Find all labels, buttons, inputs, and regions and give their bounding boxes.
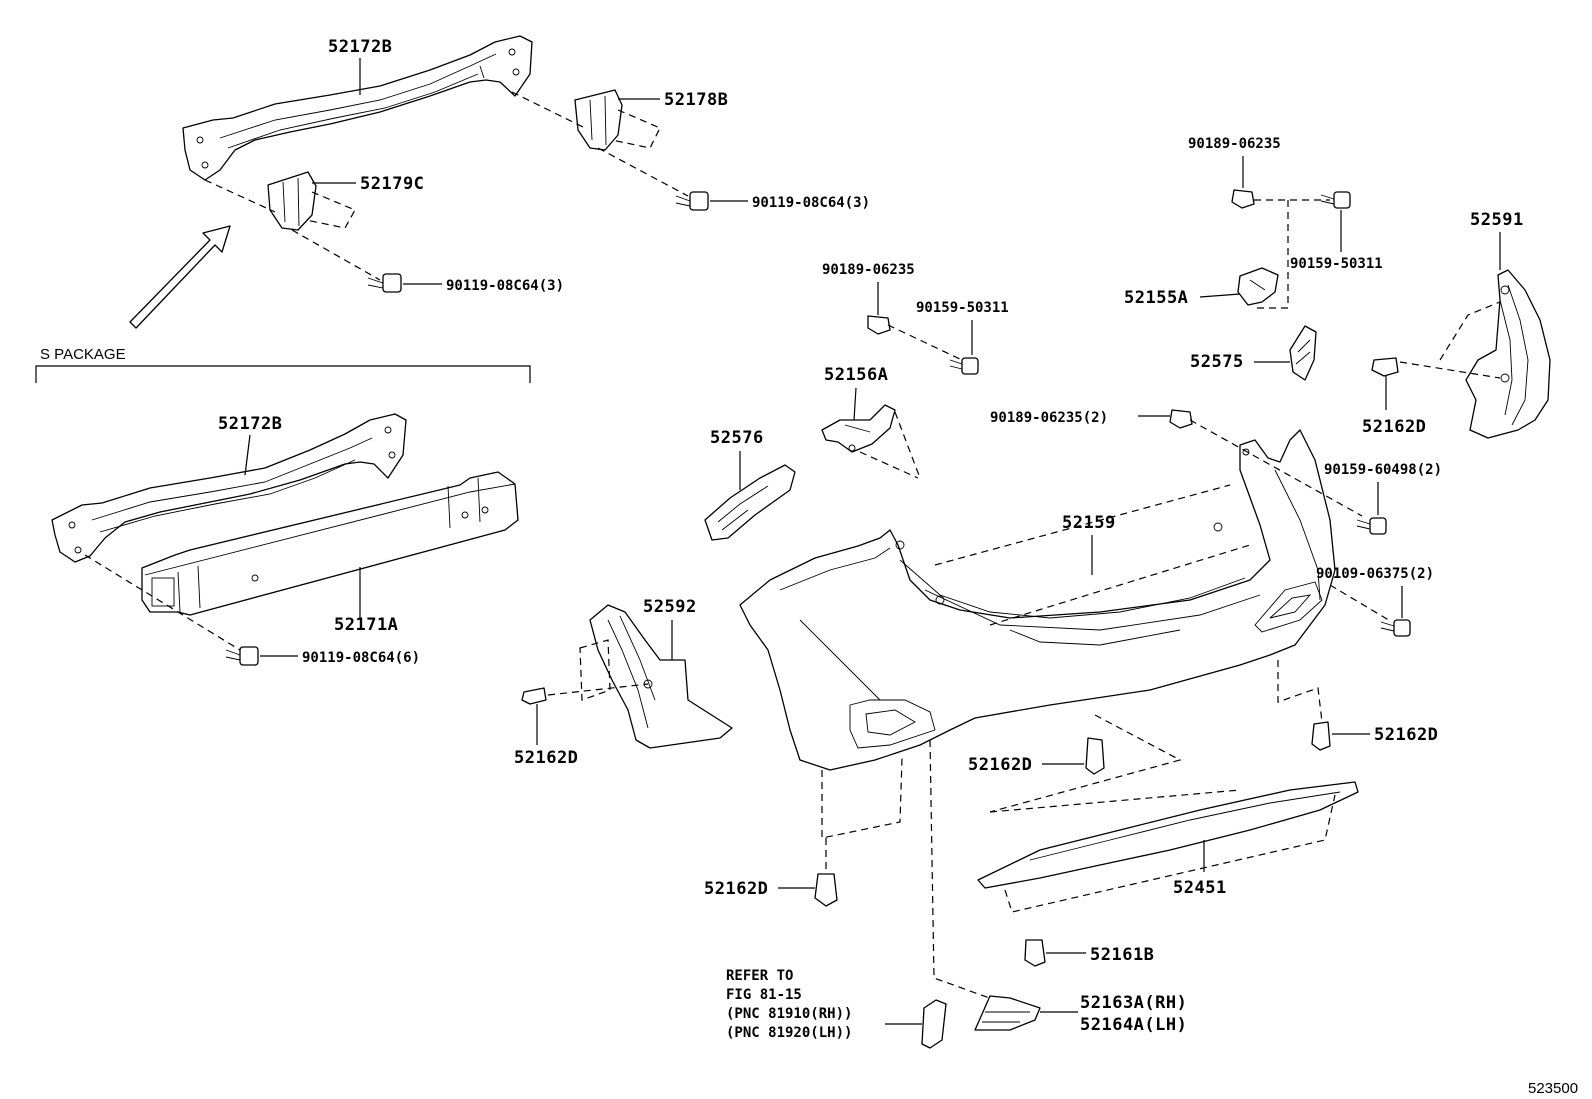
label-90189-top: 90189-06235 (1188, 136, 1281, 152)
clip-52162D-center-icon (1085, 737, 1105, 775)
part-52179C-drawing (267, 171, 356, 231)
part-52178B-drawing (574, 89, 661, 151)
part-52163A-reflector-drawing (974, 995, 1041, 1031)
bolt-90159-mid-icon (949, 357, 979, 375)
bolt-90159-60498-icon (1356, 517, 1387, 535)
part-52575-drawing (1289, 325, 1317, 381)
label-52162D-right-lower: 52162D (1374, 725, 1438, 745)
label-90119-top-right: 90119-08C64(3) (752, 195, 870, 211)
clip-52162D-right-upper-icon (1371, 357, 1399, 377)
label-52576: 52576 (710, 428, 764, 448)
part-52576-drawing (704, 464, 796, 541)
label-90119-pkg: 90119-08C64(6) (302, 650, 420, 666)
bolt-90159-top-icon (1320, 191, 1351, 209)
part-52156A-drawing (821, 404, 896, 453)
clip-90189-two-icon (1169, 409, 1193, 429)
clip-52162D-left-icon (521, 687, 547, 705)
label-52155A: 52155A (1124, 288, 1188, 308)
label-52162D-center: 52162D (968, 755, 1032, 775)
diagram-id: 523500 (1528, 1080, 1578, 1097)
clip-52161B-icon (1024, 939, 1046, 967)
refer-note-line1: REFER TO (726, 968, 793, 984)
clip-52162D-right-lower-icon (1311, 721, 1331, 751)
part-52592-drawing (589, 604, 733, 749)
label-90119-top-left: 90119-08C64(3) (446, 278, 564, 294)
label-s-package: S PACKAGE (40, 346, 126, 363)
label-52591: 52591 (1470, 210, 1524, 230)
refer-note-line4: (PNC 81920(LH)) (726, 1025, 852, 1041)
part-52159-bumper-cover-drawing (739, 429, 1336, 771)
label-52172B-pkg: 52172B (218, 414, 282, 434)
label-52162D-right-upper: 52162D (1362, 417, 1426, 437)
bolt-90109-06375-icon (1380, 619, 1411, 637)
label-90159-top: 90159-50311 (1290, 256, 1383, 272)
label-90189-two: 90189-06235(2) (990, 410, 1108, 426)
label-52159: 52159 (1062, 513, 1116, 533)
label-52161B: 52161B (1090, 945, 1154, 965)
bolt-90119-top-right-icon (675, 191, 709, 211)
bolt-90119-top-left-icon (367, 273, 402, 293)
reflector-lamp-drawing (921, 999, 947, 1049)
label-52171A: 52171A (334, 615, 398, 635)
arrow-to-s-package-icon (129, 225, 231, 329)
label-52156A: 52156A (824, 365, 888, 385)
part-52451-drawing (977, 781, 1359, 889)
label-90159-60498: 90159-60498(2) (1324, 462, 1442, 478)
label-52172B-top: 52172B (328, 37, 392, 57)
part-52172B-pkg-drawing (51, 413, 407, 563)
part-52171A-drawing (141, 471, 519, 616)
label-52163A: 52163A(RH) (1080, 993, 1187, 1013)
s-package-bracket (35, 365, 531, 383)
label-90189-mid: 90189-06235 (822, 262, 915, 278)
clip-90189-mid-icon (867, 315, 891, 335)
label-52162D-bottom: 52162D (704, 879, 768, 899)
part-52591-drawing (1465, 269, 1551, 439)
label-52575: 52575 (1190, 352, 1244, 372)
refer-note-line3: (PNC 81910(RH)) (726, 1006, 852, 1022)
label-52178B: 52178B (664, 90, 728, 110)
clip-52162D-bottom-icon (814, 873, 838, 907)
bolt-90119-pkg-icon (225, 646, 259, 666)
refer-note-line2: FIG 81-15 (726, 987, 802, 1003)
label-90159-mid: 90159-50311 (916, 300, 1009, 316)
part-52155A-drawing (1237, 267, 1279, 306)
part-52172B-top-drawing (182, 35, 533, 181)
clip-90189-top-icon (1231, 189, 1255, 209)
label-52179C: 52179C (360, 174, 424, 194)
label-52164A: 52164A(LH) (1080, 1015, 1187, 1035)
label-52162D-left: 52162D (514, 748, 578, 768)
label-90109-06375: 90109-06375(2) (1316, 566, 1434, 582)
label-52451: 52451 (1173, 878, 1227, 898)
label-52592: 52592 (643, 597, 697, 617)
